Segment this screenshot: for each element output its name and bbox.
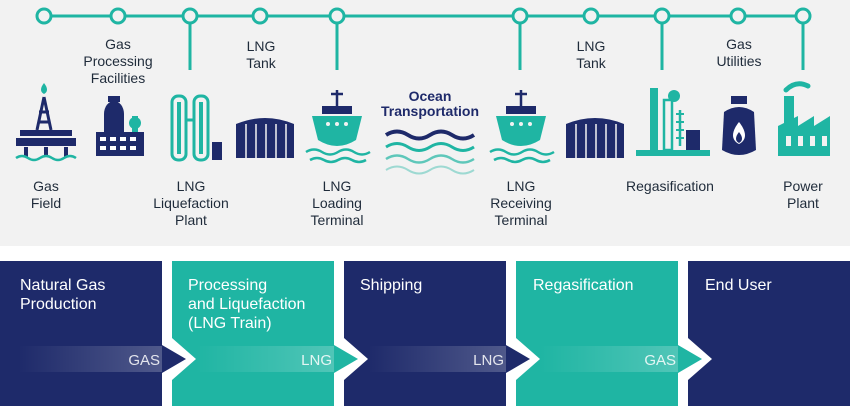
svg-text:Production: Production	[20, 296, 97, 313]
svg-text:Gas: Gas	[33, 178, 59, 194]
offshore-rig-icon	[15, 83, 77, 162]
svg-text:Terminal: Terminal	[495, 212, 548, 228]
gas-cylinder-icon	[722, 96, 756, 155]
svg-text:Natural Gas: Natural Gas	[20, 277, 105, 294]
svg-text:Shipping: Shipping	[360, 277, 422, 294]
label-lng-tank-right: LNG Tank	[576, 38, 607, 71]
svg-text:GAS: GAS	[644, 352, 676, 369]
svg-text:Power: Power	[783, 178, 823, 194]
svg-text:Liquefaction: Liquefaction	[153, 195, 229, 211]
timeline-node	[35, 7, 53, 25]
liquefaction-plant-icon	[170, 94, 222, 162]
processing-facility-icon	[96, 96, 144, 156]
label-gas-utilities: Gas Utilities	[716, 36, 761, 69]
svg-text:Gas: Gas	[726, 36, 752, 52]
stage-fade-band	[196, 346, 334, 372]
lng-ship-icon	[489, 90, 555, 164]
label-gas-field: Gas Field	[31, 178, 61, 211]
label-loading-terminal: LNG Loading Terminal	[311, 178, 364, 228]
label-receiving-terminal: LNG Receiving Terminal	[490, 178, 551, 228]
timeline-node	[653, 7, 671, 25]
stage-shipping: Shipping LNG	[344, 261, 530, 406]
timeline-node	[109, 7, 127, 25]
svg-text:LNG: LNG	[577, 38, 606, 54]
timeline-node	[328, 7, 346, 25]
svg-text:LNG: LNG	[247, 38, 276, 54]
lng-tank-icon	[566, 118, 624, 158]
stage-regasification: Regasification GAS	[516, 261, 702, 406]
svg-text:and Liquefaction: and Liquefaction	[188, 296, 305, 313]
stage-end-user: End User	[688, 261, 850, 406]
svg-text:LNG: LNG	[323, 178, 352, 194]
stage-natural-gas-production: Natural Gas Production GAS	[0, 261, 186, 406]
svg-text:(LNG Train): (LNG Train)	[188, 315, 272, 332]
svg-text:LNG: LNG	[473, 352, 504, 369]
stage-fade-band	[540, 346, 678, 372]
timeline-node	[251, 7, 269, 25]
label-power-plant: Power Plant	[783, 178, 823, 211]
timeline-node	[582, 7, 600, 25]
timeline-node	[181, 7, 199, 25]
lng-ship-icon	[305, 90, 371, 164]
regasification-plant-icon	[636, 88, 710, 156]
timeline-node	[794, 7, 812, 25]
stage-fade-band	[18, 346, 162, 372]
svg-text:Tank: Tank	[246, 55, 277, 71]
svg-text:Ocean: Ocean	[409, 88, 452, 104]
svg-text:Transportation: Transportation	[381, 103, 479, 119]
facilities-panel	[0, 0, 850, 246]
label-regasification: Regasification	[626, 178, 714, 194]
svg-text:Terminal: Terminal	[311, 212, 364, 228]
stage-fade-band	[368, 346, 506, 372]
stage-processing-liquefaction: Processing and Liquefaction (LNG Train) …	[172, 261, 358, 406]
svg-text:LNG: LNG	[301, 352, 332, 369]
svg-text:Processing: Processing	[83, 53, 152, 69]
svg-text:Tank: Tank	[576, 55, 607, 71]
timeline-node	[729, 7, 747, 25]
svg-text:Regasification: Regasification	[626, 178, 714, 194]
svg-text:Receiving: Receiving	[490, 195, 551, 211]
svg-text:Loading: Loading	[312, 195, 362, 211]
svg-text:Utilities: Utilities	[716, 53, 761, 69]
ocean-waves-icon: Ocean Transportation	[381, 88, 479, 175]
timeline-node	[511, 7, 529, 25]
svg-text:Facilities: Facilities	[91, 70, 145, 86]
stage-chevron	[688, 261, 850, 406]
label-lng-tank-left: LNG Tank	[246, 38, 277, 71]
label-liquefaction-plant: LNG Liquefaction Plant	[153, 178, 229, 228]
power-plant-factory-icon	[778, 81, 830, 156]
svg-text:Processing: Processing	[188, 277, 267, 294]
label-gas-processing-facilities: Gas Processing Facilities	[83, 36, 152, 86]
svg-text:Plant: Plant	[787, 195, 819, 211]
lng-tank-icon	[236, 118, 294, 158]
svg-text:Regasification: Regasification	[533, 277, 634, 294]
svg-text:Field: Field	[31, 195, 61, 211]
svg-text:Plant: Plant	[175, 212, 207, 228]
svg-text:LNG: LNG	[177, 178, 206, 194]
timeline	[35, 7, 812, 70]
svg-text:GAS: GAS	[128, 352, 160, 369]
svg-text:Gas: Gas	[105, 36, 131, 52]
svg-text:End User: End User	[705, 277, 772, 294]
svg-text:LNG: LNG	[507, 178, 536, 194]
